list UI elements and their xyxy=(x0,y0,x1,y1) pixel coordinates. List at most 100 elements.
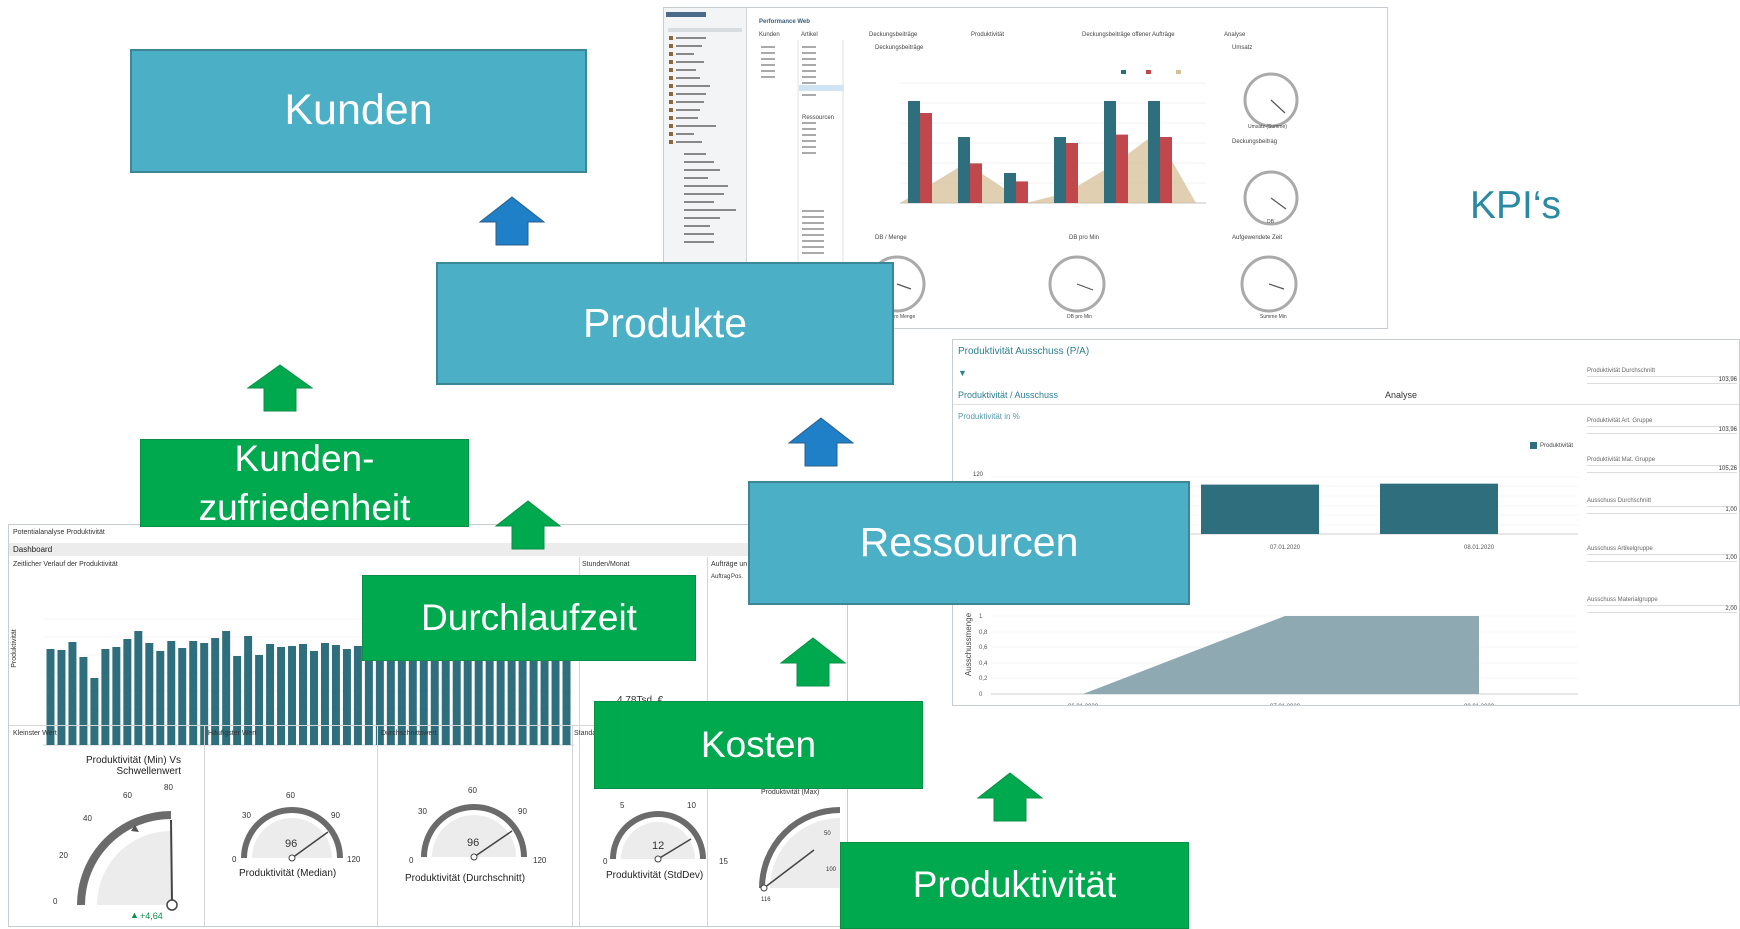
produktivitaet-bar xyxy=(1201,484,1319,534)
productivity-bar xyxy=(277,647,286,745)
gauge3 xyxy=(421,804,527,861)
box-kunden: Kunden xyxy=(130,49,587,173)
productivity-bar xyxy=(310,651,318,745)
gauge2-tick-60: 60 xyxy=(286,791,295,800)
gauge4-tick-5: 5 xyxy=(620,801,625,810)
db-bar-umsatz xyxy=(1004,173,1016,203)
gauge4-tick-10: 10 xyxy=(687,801,696,810)
box-durchlaufzeit: Durchlaufzeit xyxy=(362,575,696,661)
gauge-db-menge-label: DB pro Menge xyxy=(883,314,916,320)
arrow-up-green-2 xyxy=(494,500,562,550)
side-kpi-value: 2,00 xyxy=(1587,606,1737,613)
window-title: Potentialanalyse Produktivität xyxy=(13,529,105,536)
productivity-bar xyxy=(266,644,275,745)
tab-analyse[interactable]: Analyse xyxy=(1224,32,1246,38)
productivity-bar xyxy=(529,650,538,745)
chart-title: Deckungsbeiträge xyxy=(875,45,924,51)
gauge4-value: 12 xyxy=(652,840,665,852)
productivity-bar xyxy=(255,655,264,745)
gauge2-value: 96 xyxy=(285,838,298,850)
col-auftrag[interactable]: Auftrag xyxy=(711,574,731,580)
gauge-db-min-label: DB pro Min xyxy=(1067,314,1093,320)
divider xyxy=(377,725,378,926)
productivity-bar xyxy=(288,646,297,745)
tab-produktivitaet[interactable]: Produktivität xyxy=(971,32,1005,38)
y-axis-label: Produktivität xyxy=(10,629,18,668)
db-bar-umsatz xyxy=(1148,101,1160,203)
col-pos[interactable]: Pos. xyxy=(731,574,744,580)
db-bar-deckungsbeitrag xyxy=(970,163,982,203)
box-produktivitaet: Produktivität xyxy=(840,842,1189,929)
divider xyxy=(953,404,1739,405)
gauge2-tick-30: 30 xyxy=(242,811,251,820)
tab-produktivitaet-ausschuss[interactable]: Produktivität / Ausschuss xyxy=(958,390,1059,400)
gauge3-tick-60: 60 xyxy=(468,786,477,795)
deckungsbeitraege-chart xyxy=(900,70,1206,204)
panel-standard: Standa xyxy=(574,730,597,737)
y-tick-bottom: 0,8 xyxy=(979,630,988,636)
tab-artikel[interactable]: Artikel xyxy=(801,32,818,38)
productivity-bar xyxy=(57,650,66,745)
auftraege-title: Aufträge un xyxy=(711,561,748,568)
filter-icon[interactable]: ▼ xyxy=(958,368,967,378)
gauge1-tick-40: 40 xyxy=(83,814,92,823)
tab-db-offener-auftraege[interactable]: Deckungsbeiträge offener Aufträge xyxy=(1082,32,1175,38)
db-label: Deckungsbeitrag xyxy=(1232,139,1278,145)
db-bar-umsatz xyxy=(1104,101,1116,203)
box-kundenzufriedenheit-line1: Kunden- xyxy=(234,439,375,480)
productivity-bar xyxy=(46,649,55,745)
productivity-bar xyxy=(79,657,88,745)
date-tick-top: 08.01.2020 xyxy=(1464,545,1495,551)
box-kosten-label: Kosten xyxy=(700,723,817,765)
productivity-bar xyxy=(408,648,417,745)
chart-subtitle: Produktivität in % xyxy=(958,412,1020,421)
productivity-bar xyxy=(167,641,176,745)
umsatz-label: Umsatz xyxy=(1232,45,1253,51)
tab-kunden[interactable]: Kunden xyxy=(759,32,780,38)
productivity-bar xyxy=(551,648,560,745)
arrow-up-blue-1 xyxy=(478,196,546,246)
box-ressourcen-label: Ressourcen xyxy=(859,519,1079,566)
gauge3-tick-120: 120 xyxy=(533,856,547,865)
top-gauges xyxy=(1243,72,1299,226)
y-tick-bottom: 0 xyxy=(979,692,983,698)
gauge-db-label: DB xyxy=(1267,219,1274,225)
side-kpi-value: 103,96 xyxy=(1587,427,1737,434)
gauge2 xyxy=(241,807,343,862)
gauge5 xyxy=(759,807,841,892)
bottom-gauges xyxy=(868,255,1298,313)
stunden-value: 4,78Tsd. € xyxy=(617,695,663,706)
productivity-bar xyxy=(342,649,351,745)
db-min-label: DB pro Min xyxy=(1069,235,1100,241)
y-axis-label: Ausschussmenge xyxy=(964,612,974,677)
tab-analyse[interactable]: Analyse xyxy=(1385,390,1418,400)
gauge2-label: Produktivität (Median) xyxy=(239,868,337,879)
y-tick-bottom: 0,4 xyxy=(979,661,988,667)
arrow-up-green-1 xyxy=(246,364,314,412)
db-bar-umsatz xyxy=(1054,137,1066,203)
box-kundenzufriedenheit-line2: zufriedenheit xyxy=(198,487,411,527)
box-kundenzufriedenheit: Kunden- zufriedenheit xyxy=(140,439,469,527)
side-kpi-label: Produktivität Art. Gruppe xyxy=(1587,418,1737,427)
gauge5-tick-116: 116 xyxy=(761,897,771,903)
gauge1-tick-0: 0 xyxy=(53,897,58,906)
gauge5-tick-100: 100 xyxy=(826,867,837,873)
side-kpi-label: Ausschuss Materialgruppe xyxy=(1587,597,1737,606)
tab-deckungsbeitraege[interactable]: Deckungsbeiträge xyxy=(869,32,918,38)
gauge1-delta: +4,64 xyxy=(140,911,163,921)
filter-lists xyxy=(761,40,844,270)
gauge2-tick-120: 120 xyxy=(347,855,361,864)
productivity-bar xyxy=(156,651,165,745)
productivity-bar xyxy=(134,631,143,745)
gauge-summe-min-label: Summe Min xyxy=(1260,314,1287,320)
arrow-up-blue-2 xyxy=(787,417,855,467)
gauge1-title: Produktivität (Min) Vs Schwellenwert xyxy=(85,755,181,777)
db-bar-deckungsbeitrag xyxy=(1016,181,1028,203)
productivity-bar xyxy=(320,643,329,745)
productivity-bar xyxy=(375,653,384,745)
db-bar-deckungsbeitrag xyxy=(920,113,932,203)
panel-durchschnittswert: Durchschnittswert xyxy=(381,730,437,737)
y-tick-bottom: 1 xyxy=(979,614,983,620)
